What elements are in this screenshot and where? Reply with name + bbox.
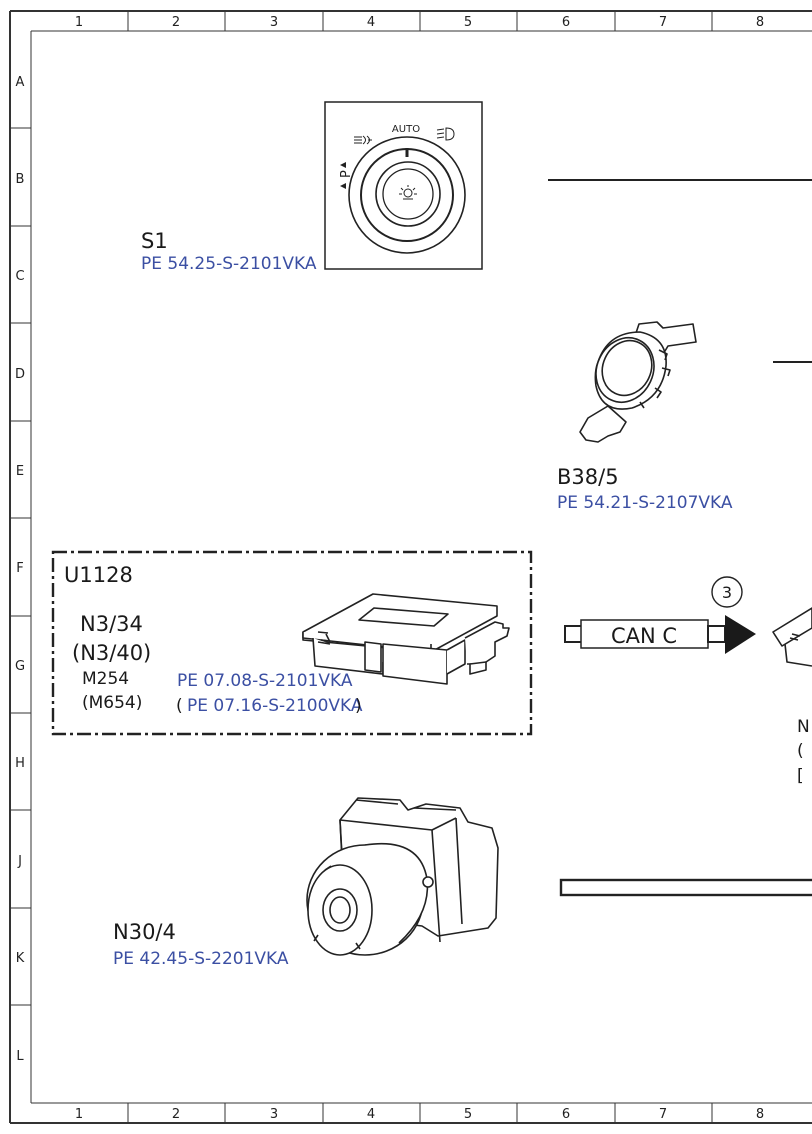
bus-marker-circle xyxy=(711,576,743,608)
headlight-icon xyxy=(436,127,455,141)
engine-control-unit-drawing xyxy=(302,593,510,685)
grid-col-label: 2 xyxy=(172,15,180,30)
reference-bracket-close: ) xyxy=(355,696,362,716)
grid-row-label: C xyxy=(15,269,24,284)
grid-row-dividers xyxy=(10,127,31,1006)
grid-col-label: 6 xyxy=(562,1107,570,1122)
engine-code-m254: M254 xyxy=(82,669,129,689)
right-edge-fragment: N xyxy=(797,717,810,737)
grid-col-label: 3 xyxy=(270,15,278,30)
bus-marker-number: 3 xyxy=(722,583,732,602)
esp-control-unit-n30-4 xyxy=(306,797,499,956)
bus-label: CAN C xyxy=(611,624,677,648)
grid-row-label: E xyxy=(16,464,24,479)
partial-control-unit-drawing xyxy=(772,607,812,667)
reference-link-b38-5[interactable]: PE 54.21-S-2107VKA xyxy=(557,493,733,513)
bus-direction-arrow xyxy=(725,615,756,654)
grid-col-label: 5 xyxy=(464,1107,472,1122)
grid-col-label: 6 xyxy=(562,15,570,30)
grid-row-label: F xyxy=(16,561,23,576)
grid-row-label: D xyxy=(15,367,25,382)
grid-col-label: 1 xyxy=(75,1107,83,1122)
grid-row-labels: A B C D E F G H J K L xyxy=(15,75,25,1064)
reference-bracket-open: ( xyxy=(176,696,183,716)
u1128-boundary xyxy=(51,550,533,736)
grid-row-label: L xyxy=(16,1049,24,1064)
right-edge-fragment: [ xyxy=(797,766,804,786)
parking-light-icon: P xyxy=(339,162,354,189)
grid-col-label: 8 xyxy=(756,1107,764,1122)
grid-column-labels-bottom: 1 2 3 4 5 6 7 8 xyxy=(75,1107,764,1122)
grid-row-label: K xyxy=(16,951,25,966)
can-c-bus: CAN C 3 xyxy=(564,576,756,654)
grid-col-label: 1 xyxy=(75,15,83,30)
bus-end-stub xyxy=(707,625,726,643)
grid-row-label: J xyxy=(17,854,22,869)
wire-k-double xyxy=(559,878,812,897)
drawing-area-border xyxy=(30,30,812,1104)
switch-auto-label: AUTO xyxy=(392,124,420,135)
grid-col-label: 5 xyxy=(464,15,472,30)
grid-col-label: 7 xyxy=(659,15,667,30)
grid-row-label: G xyxy=(15,659,25,674)
fog-light-icon xyxy=(354,135,372,145)
grid-row-label: H xyxy=(15,756,25,771)
grid-row-label: A xyxy=(16,75,25,90)
module-code-n3-34: N3/34 xyxy=(80,612,143,636)
reference-link-n30-4[interactable]: PE 42.45-S-2201VKA xyxy=(113,949,289,969)
grid-col-label: 4 xyxy=(367,15,375,30)
component-code-n30-4: N30/4 xyxy=(113,920,176,944)
grid-column-labels-top: 1 2 3 4 5 6 7 8 xyxy=(75,15,764,30)
grid-col-label: 4 xyxy=(367,1107,375,1122)
bus-start-stub xyxy=(564,625,583,643)
sheet-frame xyxy=(9,10,812,1124)
rain-light-sensor-b38-5 xyxy=(579,321,697,443)
grid-column-dividers xyxy=(127,11,713,1123)
module-code-n3-40: (N3/40) xyxy=(72,641,151,665)
reference-link-n3-40[interactable]: PE 07.16-S-2100VKA xyxy=(187,696,363,716)
component-code-s1: S1 xyxy=(141,229,168,253)
light-switch-s1: AUTO P xyxy=(324,101,483,270)
reference-link-n3-34[interactable]: PE 07.08-S-2101VKA xyxy=(177,671,353,691)
sun-lamp-icon xyxy=(399,185,417,200)
grid-col-label: 7 xyxy=(659,1107,667,1122)
grid-col-label: 2 xyxy=(172,1107,180,1122)
engine-code-m654: (M654) xyxy=(82,693,142,713)
grid-col-label: 3 xyxy=(270,1107,278,1122)
switch-parking-label: P xyxy=(339,170,354,178)
component-code-u1128: U1128 xyxy=(64,563,133,587)
grid-row-label: B xyxy=(16,172,25,187)
reference-link-s1[interactable]: PE 54.25-S-2101VKA xyxy=(141,254,317,274)
bus-label-box xyxy=(580,619,709,649)
right-edge-fragment: ( xyxy=(797,741,804,761)
component-code-b38-5: B38/5 xyxy=(557,465,619,489)
grid-col-label: 8 xyxy=(756,15,764,30)
